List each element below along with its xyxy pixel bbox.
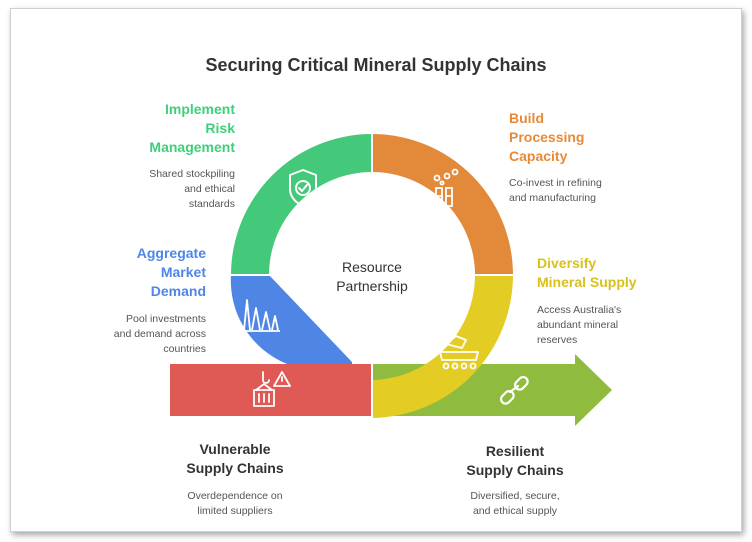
- center-label-line: Partnership: [336, 278, 408, 294]
- processing-title-line: Build: [509, 110, 544, 126]
- risk-desc-line: standards: [188, 198, 235, 210]
- resilient-desc-line: and ethical supply: [472, 505, 558, 517]
- aggregate-desc-line: Pool investments: [126, 313, 206, 325]
- diversify-segment: [372, 275, 513, 418]
- center-label: Resource Partnership: [320, 258, 424, 296]
- vulnerable-title-line: Supply Chains: [186, 460, 284, 476]
- resilient-desc-line: Diversified, secure,: [470, 490, 560, 502]
- risk-title-line: Risk: [205, 120, 235, 136]
- aggregate-segment-fill: [230, 275, 352, 365]
- vulnerable-title: Vulnerable Supply Chains: [160, 440, 310, 478]
- risk-desc-line: and ethical: [184, 183, 235, 195]
- risk-desc-line: Shared stockpiling: [149, 168, 235, 180]
- bar-chart-icon: [242, 299, 280, 332]
- processing-title-line: Processing: [509, 129, 585, 145]
- risk-title-line: Implement: [164, 101, 235, 117]
- aggregate-desc-line: and demand across: [113, 328, 206, 340]
- page-title: Securing Critical Mineral Supply Chains: [205, 55, 547, 75]
- aggregate-title-line: Market: [160, 264, 206, 280]
- vulnerable-desc-line: Overdependence on: [187, 490, 283, 502]
- aggregate-desc-line: countries: [163, 343, 206, 355]
- vulnerable-title-line: Vulnerable: [199, 441, 271, 457]
- chain-link-icon: [499, 375, 529, 405]
- diversify-desc-line: reserves: [537, 334, 578, 346]
- risk-description: Shared stockpiling and ethical standards: [110, 167, 235, 212]
- crane-warning-icon: [253, 371, 291, 407]
- processing-description: Co-invest in refining and manufacturing: [509, 176, 639, 206]
- diversify-desc-line: Access Australia's: [537, 304, 622, 316]
- risk-title-line: Management: [149, 139, 235, 155]
- processing-segment: [372, 134, 513, 275]
- aggregate-title: Aggregate Market Demand: [100, 244, 206, 301]
- aggregate-title-line: Aggregate: [136, 245, 206, 261]
- factory-icon: [433, 168, 459, 207]
- vulnerable-description: Overdependence on limited suppliers: [160, 489, 310, 519]
- diversify-title: Diversify Mineral Supply: [537, 254, 677, 292]
- diagram-frame: [10, 8, 742, 532]
- processing-desc-line: and manufacturing: [509, 192, 596, 204]
- center-label-line: Resource: [342, 259, 402, 275]
- risk-segment: [231, 134, 372, 275]
- diversify-description: Access Australia's abundant mineral rese…: [537, 303, 667, 348]
- shield-check-icon: [289, 169, 317, 207]
- resilient-title-line: Resilient: [485, 443, 545, 459]
- risk-title: Implement Risk Management: [120, 100, 235, 157]
- diversify-title-line: Diversify: [537, 255, 597, 271]
- diversify-title-line: Mineral Supply: [537, 274, 637, 290]
- aggregate-title-line: Demand: [150, 283, 206, 299]
- vulnerable-desc-line: limited suppliers: [197, 505, 273, 517]
- resilient-description: Diversified, secure, and ethical supply: [440, 489, 590, 519]
- processing-title-line: Capacity: [509, 148, 568, 164]
- aggregate-description: Pool investments and demand across count…: [80, 312, 206, 357]
- diversify-desc-line: abundant mineral: [537, 319, 619, 331]
- processing-title: Build Processing Capacity: [509, 109, 629, 166]
- resilient-title-line: Supply Chains: [466, 462, 564, 478]
- resilient-title: Resilient Supply Chains: [440, 442, 590, 480]
- processing-desc-line: Co-invest in refining: [509, 177, 602, 189]
- mining-icon: [439, 335, 479, 370]
